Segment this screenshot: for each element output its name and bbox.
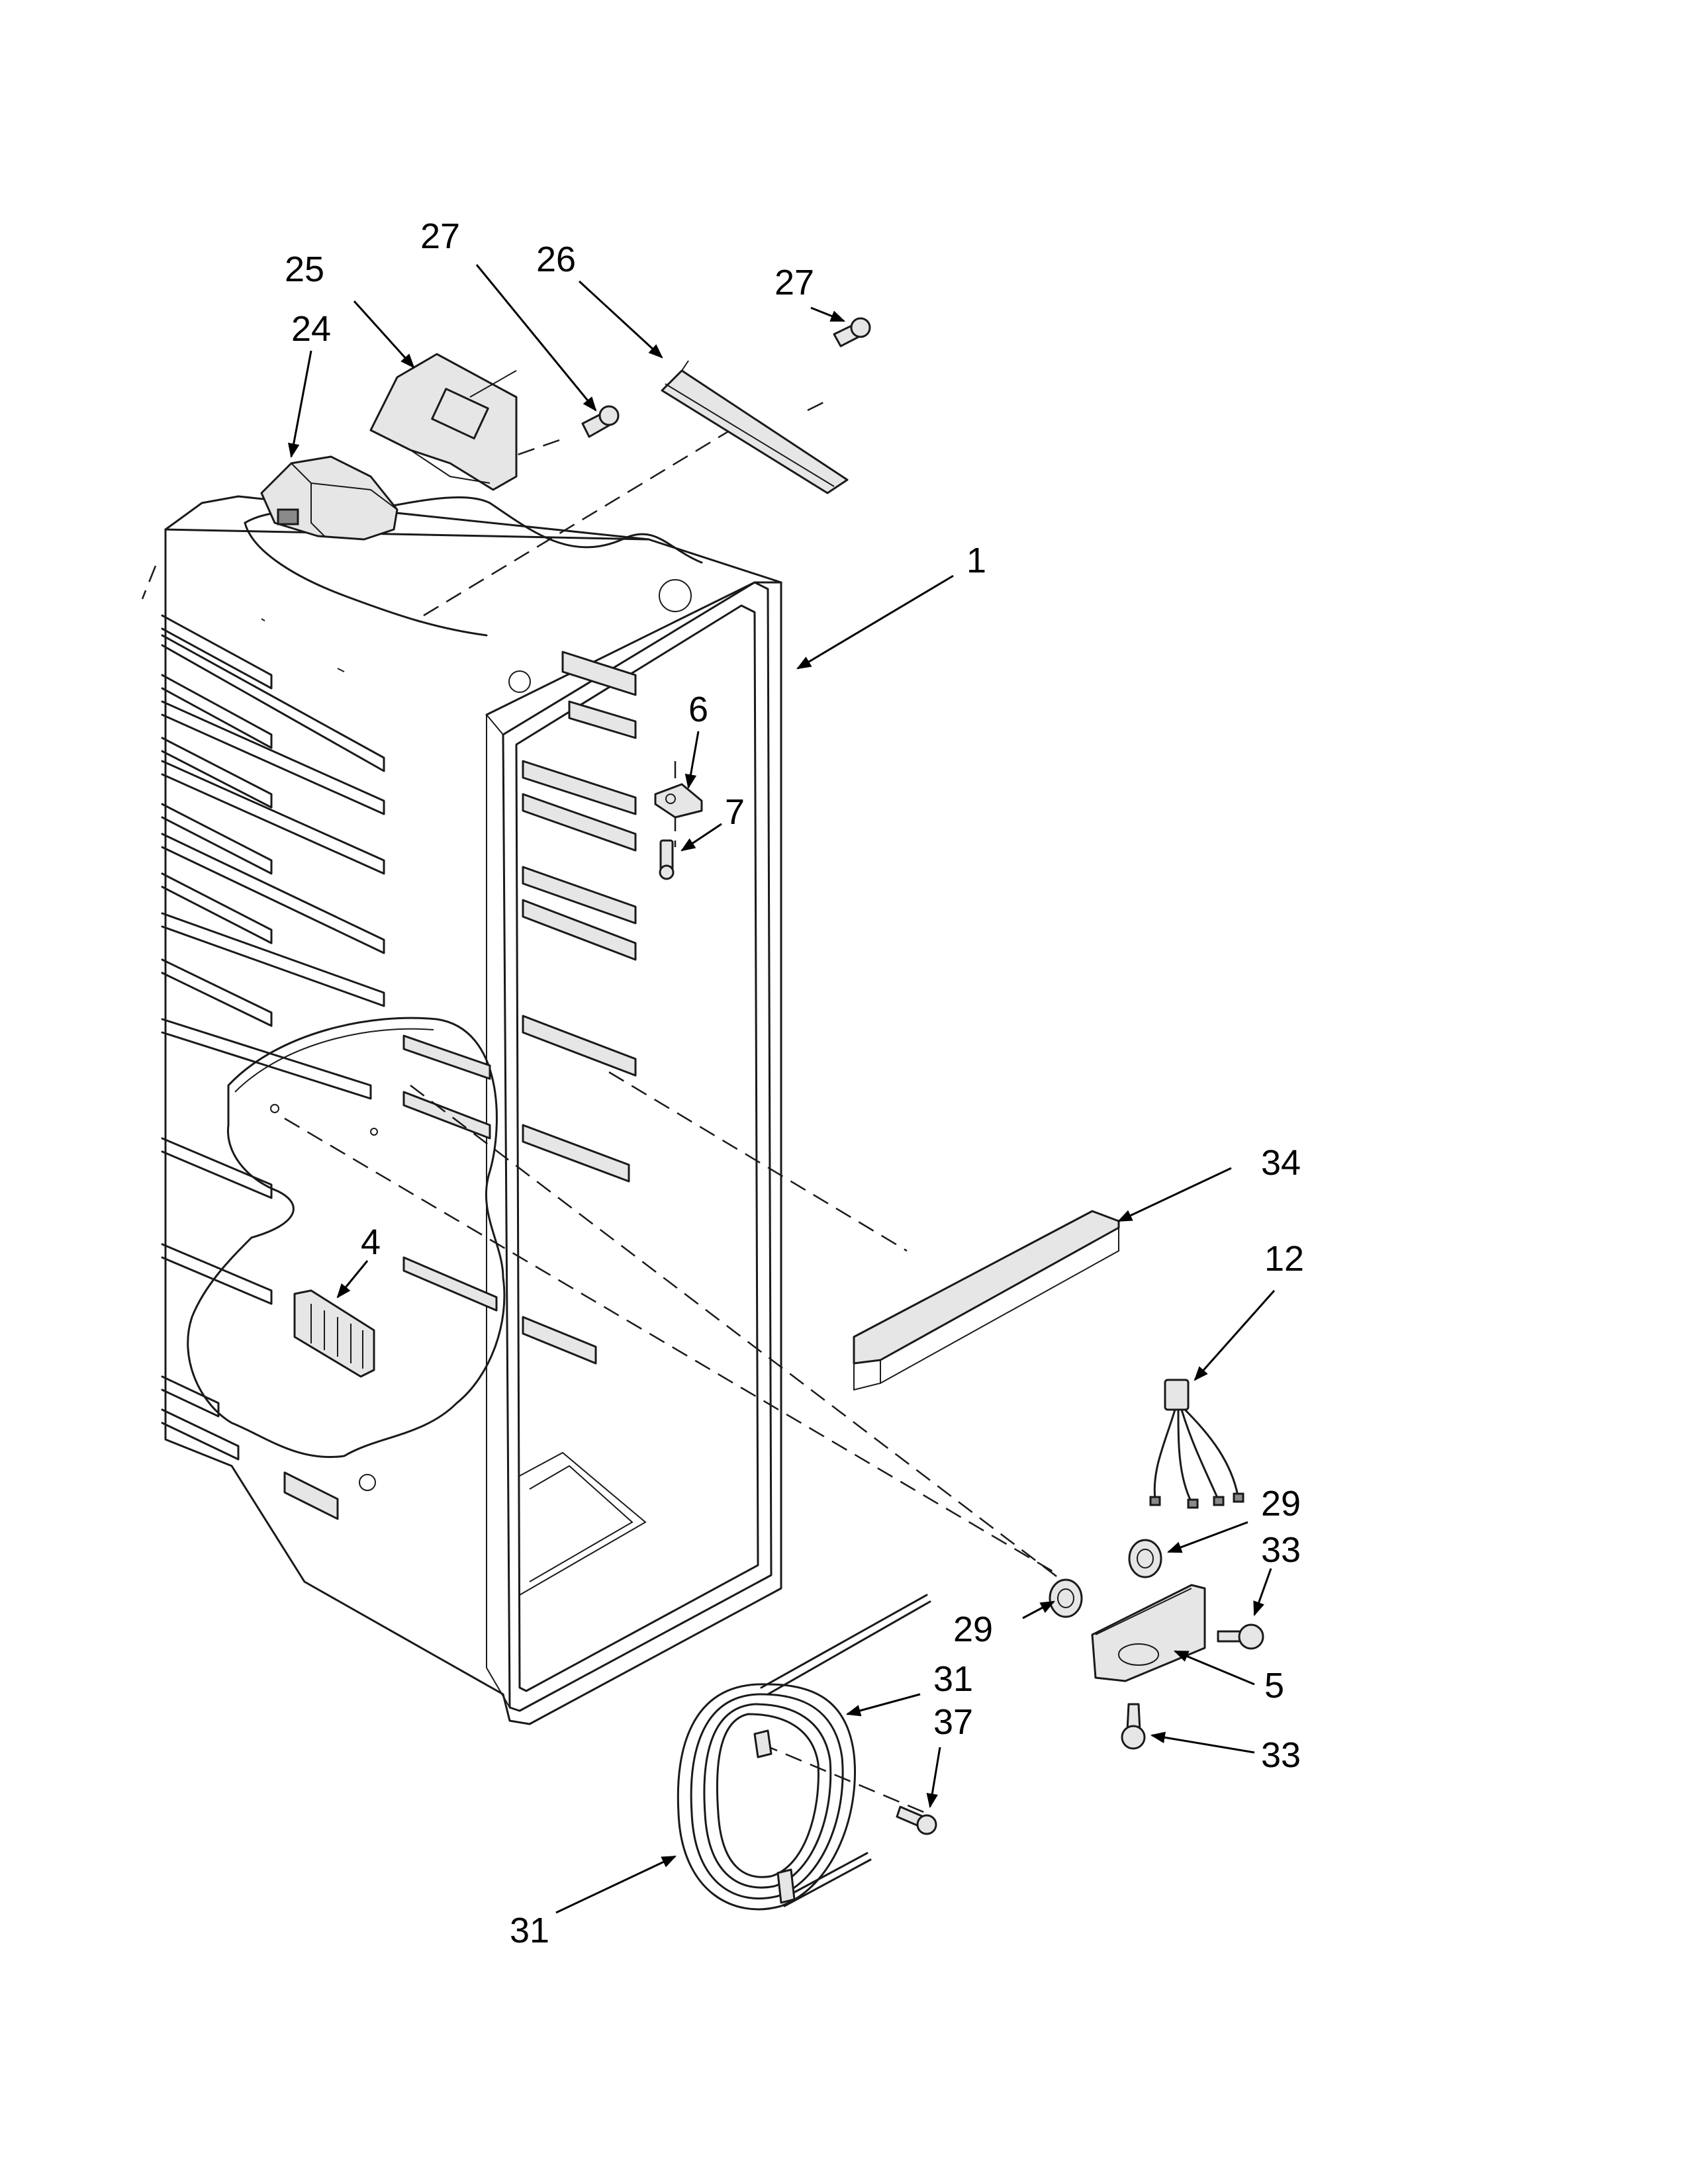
part-29b-grommet — [1049, 1578, 1083, 1618]
leader-29a — [1166, 1521, 1248, 1553]
part-12-wire-harness — [1149, 1379, 1244, 1509]
callout-7: 7 — [725, 792, 745, 832]
part-26-rail — [661, 360, 849, 494]
part-6-clip — [654, 783, 703, 819]
callout-31b: 31 — [510, 1911, 549, 1950]
callout-34: 34 — [1261, 1143, 1301, 1183]
leader-lines — [287, 264, 1276, 1914]
leader-12 — [1194, 1290, 1276, 1381]
leader-33a — [1253, 1568, 1272, 1617]
callout-12: 12 — [1264, 1239, 1304, 1279]
right-shelf-rails — [522, 651, 637, 1365]
callout-29b: 29 — [953, 1610, 993, 1649]
leader-26 — [578, 280, 663, 359]
callout-1: 1 — [966, 541, 986, 580]
leader-31a — [845, 1693, 921, 1717]
leader-29b — [1022, 1600, 1055, 1619]
callout-33b: 33 — [1261, 1735, 1301, 1775]
leader-4 — [336, 1260, 369, 1298]
callout-4: 4 — [361, 1222, 381, 1262]
part-4-vent — [293, 1289, 375, 1378]
leader-33b — [1150, 1731, 1255, 1754]
leader-1 — [796, 574, 954, 670]
left-shelf-rails — [161, 614, 385, 1520]
callout-26: 26 — [536, 240, 576, 279]
leader-7 — [680, 823, 722, 852]
callout-27b: 27 — [774, 263, 814, 302]
leader-27a — [475, 264, 597, 412]
assembly-lines — [141, 399, 1073, 1815]
part-34-cover — [853, 1210, 1120, 1391]
leader-31b — [555, 1855, 677, 1914]
screw-27b — [833, 317, 871, 347]
callout-29a: 29 — [1261, 1484, 1301, 1524]
liner-assembly — [161, 495, 782, 1725]
callout-27a: 27 — [420, 216, 460, 256]
part-31-tubing — [677, 1594, 931, 1911]
callout-25: 25 — [285, 250, 324, 289]
leader-24 — [287, 350, 312, 459]
part-5-housing — [1091, 1584, 1206, 1682]
callout-24: 24 — [291, 309, 331, 349]
part-25-bracket — [369, 353, 518, 491]
callout-31a: 31 — [933, 1659, 973, 1699]
callout-6: 6 — [688, 690, 708, 729]
part-29a-grommet — [1128, 1539, 1162, 1578]
part-33b-screw — [1121, 1703, 1146, 1750]
callout-37: 37 — [933, 1702, 973, 1742]
part-24-control-housing — [260, 455, 399, 541]
leader-5 — [1173, 1650, 1255, 1686]
callout-5: 5 — [1264, 1666, 1284, 1706]
callout-33a: 33 — [1261, 1530, 1301, 1570]
part-37-screw — [896, 1805, 937, 1835]
leader-34 — [1117, 1167, 1232, 1222]
leader-27b — [810, 306, 846, 322]
part-33a-screw — [1217, 1623, 1264, 1650]
leader-25 — [353, 300, 415, 369]
leader-37 — [926, 1747, 941, 1809]
part-7-screw — [659, 839, 675, 880]
screw-27a — [581, 405, 620, 438]
leader-6 — [684, 731, 700, 790]
callout-labels: 1 4 5 6 7 12 24 25 26 27 27 29 29 31 31 … — [285, 216, 1304, 1950]
